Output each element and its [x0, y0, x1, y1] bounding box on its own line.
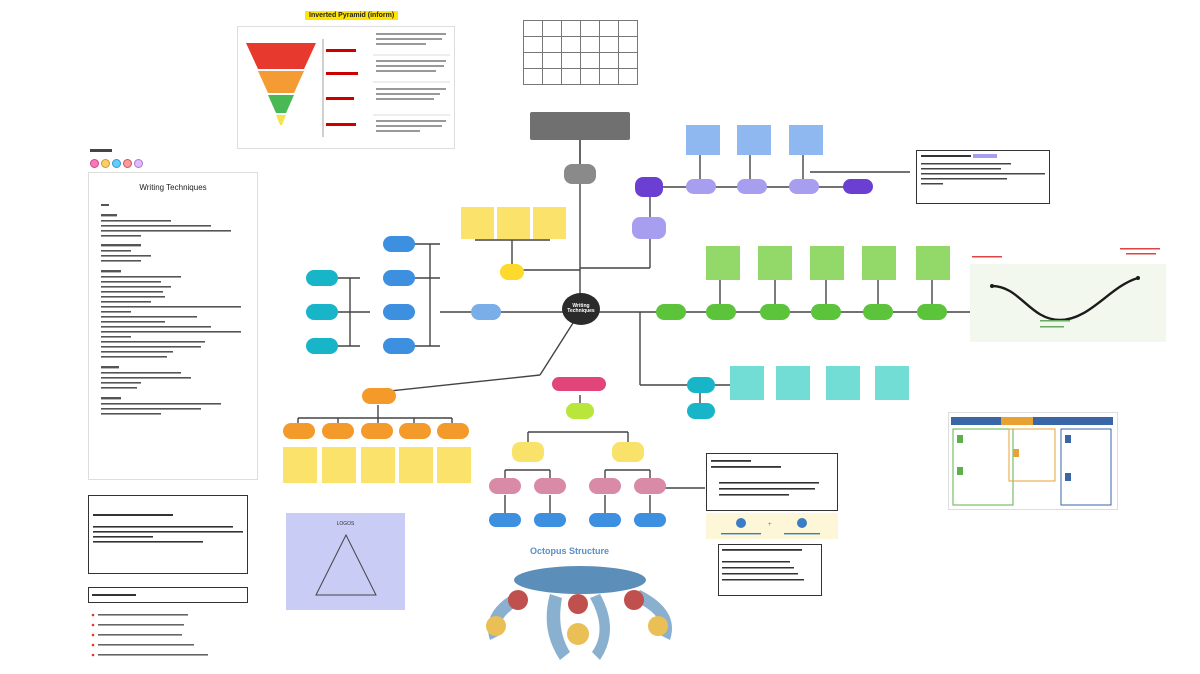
green-node-2[interactable]: [760, 304, 790, 320]
logos-title: LOGOS: [336, 521, 355, 527]
teal-branch-child[interactable]: [687, 403, 715, 419]
octopus-title: Octopus Structure: [530, 546, 610, 556]
blue-leaf-3[interactable]: [589, 513, 621, 527]
teal-branch-node[interactable]: [687, 377, 715, 393]
cyan-note-2: [776, 366, 810, 400]
writing-techniques-panel: Writing Techniques: [88, 172, 258, 480]
lavender-branch-node[interactable]: [632, 217, 666, 239]
svg-text:+: +: [768, 522, 772, 528]
mauve-node-3[interactable]: [589, 478, 621, 494]
green-node-3[interactable]: [811, 304, 841, 320]
green-topic-node[interactable]: [656, 304, 686, 320]
blue-leaf-2[interactable]: [534, 513, 566, 527]
pink-topic-node[interactable]: [552, 377, 606, 391]
orange-topic-node[interactable]: [362, 388, 396, 404]
yellow-note-e: [437, 447, 471, 483]
cyan-note-1: [730, 366, 764, 400]
teal-child-3[interactable]: [306, 338, 338, 354]
octopus-structure-diagram: [486, 566, 672, 660]
yellow-note-2: [497, 207, 530, 239]
lime-node-right[interactable]: [612, 442, 644, 462]
cyan-note-3: [826, 366, 860, 400]
orange-child-5[interactable]: [437, 423, 469, 439]
mauve-node-1[interactable]: [489, 478, 521, 494]
lavender-node-3[interactable]: [789, 179, 819, 194]
pyramid-title: Inverted Pyramid (inform): [305, 11, 399, 20]
blue-leaf-4[interactable]: [634, 513, 666, 527]
teal-child-2[interactable]: [306, 304, 338, 320]
palette-icon[interactable]: [90, 149, 145, 173]
blue-topic-node[interactable]: [471, 304, 501, 320]
blue-child-1[interactable]: [383, 236, 415, 252]
persuasive-note-box: [88, 495, 248, 574]
yellow-note-3: [533, 207, 566, 239]
yellow-note-a: [283, 447, 317, 483]
logos-panel: LOGOS: [286, 513, 405, 610]
pyramid-graphic: [246, 33, 450, 137]
blue-child-2[interactable]: [383, 270, 415, 286]
green-note-1: [706, 246, 740, 280]
blue-leaf-1[interactable]: [489, 513, 521, 527]
green-note-5: [916, 246, 950, 280]
plot-curve-diagram: [970, 248, 1166, 342]
blue-note-2: [737, 125, 771, 155]
grey-topic-node[interactable]: [564, 164, 596, 184]
teal-child-1[interactable]: [306, 270, 338, 286]
lime-node-left[interactable]: [512, 442, 544, 462]
yellow-note-d: [399, 447, 433, 483]
inverted-pyramid-panel: [237, 26, 455, 149]
comparison-grid: [523, 20, 638, 85]
feedback-bar: [88, 587, 248, 603]
cyan-note-4: [875, 366, 909, 400]
logos-triangle: [315, 533, 377, 596]
structure-card: [948, 412, 1118, 510]
green-note-4: [862, 246, 896, 280]
yellow-note-c: [361, 447, 395, 483]
blue-child-3[interactable]: [383, 304, 415, 320]
blue-child-4[interactable]: [383, 338, 415, 354]
blue-note-3: [789, 125, 823, 155]
writing-techniques-text-lines: [101, 204, 241, 415]
green-node-5[interactable]: [917, 304, 947, 320]
yellow-note-1: [461, 207, 494, 239]
blue-note-1: [686, 125, 720, 155]
purple-topic-node[interactable]: [635, 177, 663, 197]
orange-child-1[interactable]: [283, 423, 315, 439]
grey-note-box: [530, 112, 630, 140]
mauve-node-2[interactable]: [534, 478, 566, 494]
green-node-1[interactable]: [706, 304, 736, 320]
green-note-3: [810, 246, 844, 280]
orange-child-2[interactable]: [322, 423, 354, 439]
mauve-node-4[interactable]: [634, 478, 666, 494]
argument-note-box: [706, 453, 838, 511]
yellow-note-b: [322, 447, 356, 483]
green-note-2: [758, 246, 792, 280]
yellow-topic-node[interactable]: [500, 264, 524, 280]
lavender-node-1[interactable]: [686, 179, 716, 194]
lavender-node-2[interactable]: [737, 179, 767, 194]
orange-child-3[interactable]: [361, 423, 393, 439]
right-note-box: [916, 150, 1050, 204]
central-topic-node[interactable]: Writing Techniques: [562, 293, 600, 325]
question-note-box: [718, 544, 822, 596]
feedback-list: [90, 612, 220, 667]
writing-techniques-title: Writing Techniques: [139, 183, 207, 192]
orange-child-4[interactable]: [399, 423, 431, 439]
lime-node-center[interactable]: [566, 403, 594, 419]
icons-strip: +: [706, 513, 838, 539]
purple-end-node[interactable]: [843, 179, 873, 194]
green-node-4[interactable]: [863, 304, 893, 320]
